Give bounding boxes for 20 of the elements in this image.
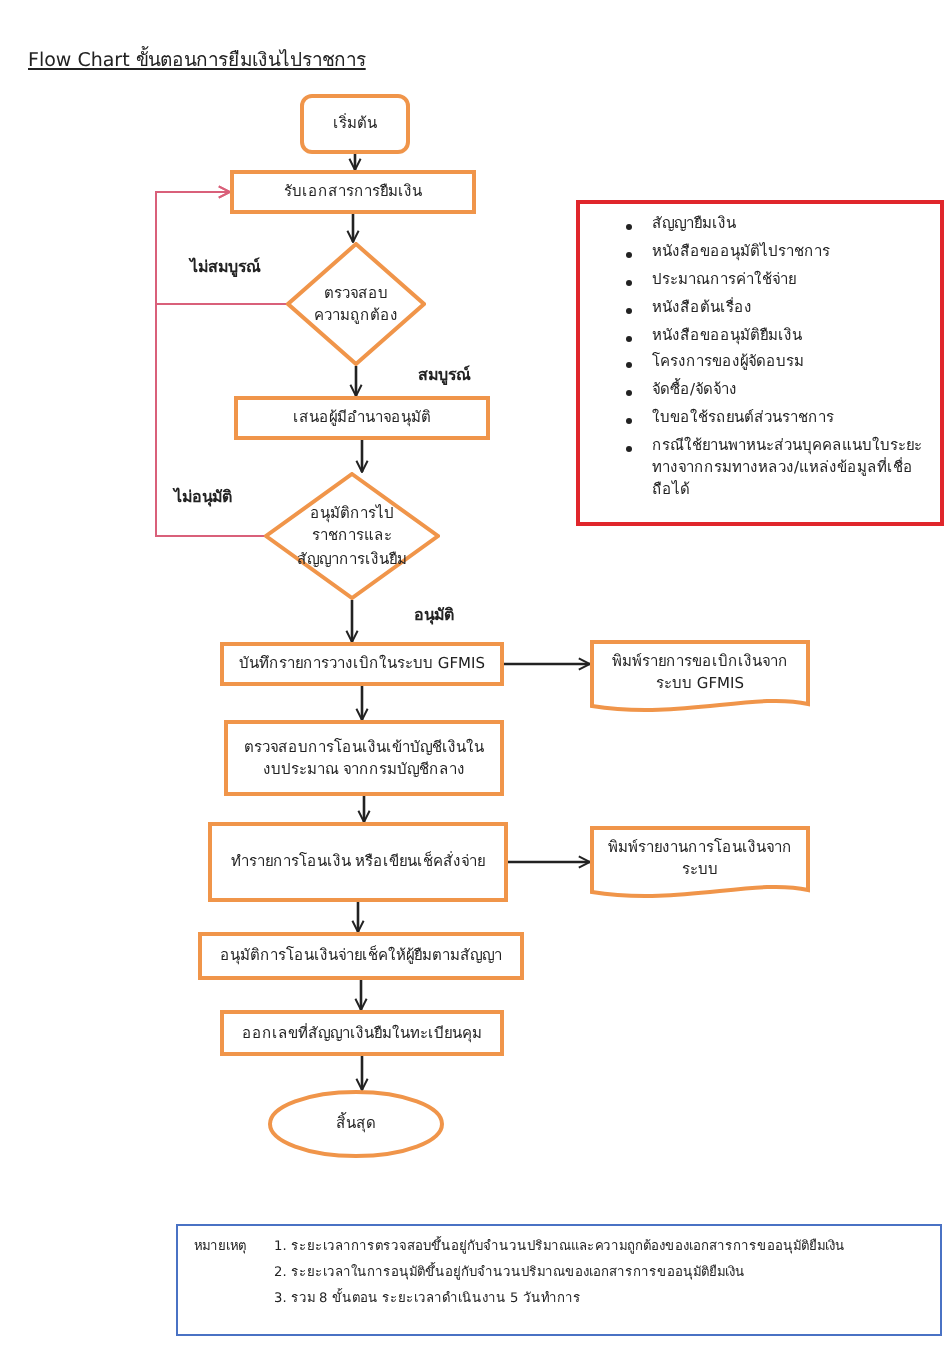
arrow (354, 980, 368, 1011)
arrow (345, 600, 359, 643)
arrow (355, 440, 369, 473)
edge-label: สมบูรณ์ (416, 362, 472, 388)
note-box (176, 1224, 942, 1336)
title: Flow Chart ขั้นตอนการยืมเงินไปราชการ (28, 44, 366, 74)
arrow (355, 686, 369, 721)
arrow (349, 366, 363, 397)
arrow (351, 902, 365, 933)
edge-label: ไม่อนุมัติ (172, 484, 234, 510)
edge-label: ไม่สมบูรณ์ (188, 254, 262, 280)
arrow (355, 1056, 369, 1091)
document-list-box (576, 200, 944, 526)
arrow (346, 214, 360, 243)
arrow (357, 796, 371, 823)
arrow (348, 154, 362, 171)
arrow (508, 855, 591, 869)
arrow (504, 657, 591, 671)
loop-arrow (155, 185, 265, 537)
edge-label: อนุมัติ (412, 602, 456, 628)
